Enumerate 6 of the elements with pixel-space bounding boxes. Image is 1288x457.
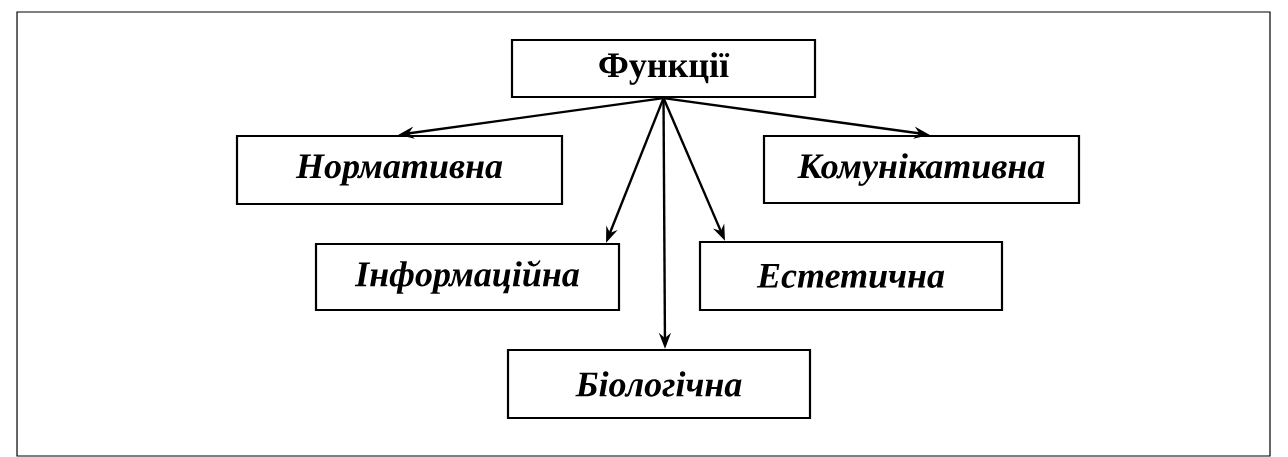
function-box: Комунікативна xyxy=(762,134,1081,205)
function-box: Біологічна xyxy=(506,348,812,420)
title-box: Функції xyxy=(510,38,817,99)
function-box: Естетична xyxy=(698,240,1004,312)
function-box: Інформаційна xyxy=(314,242,621,312)
function-box: Нормативна xyxy=(235,134,564,206)
